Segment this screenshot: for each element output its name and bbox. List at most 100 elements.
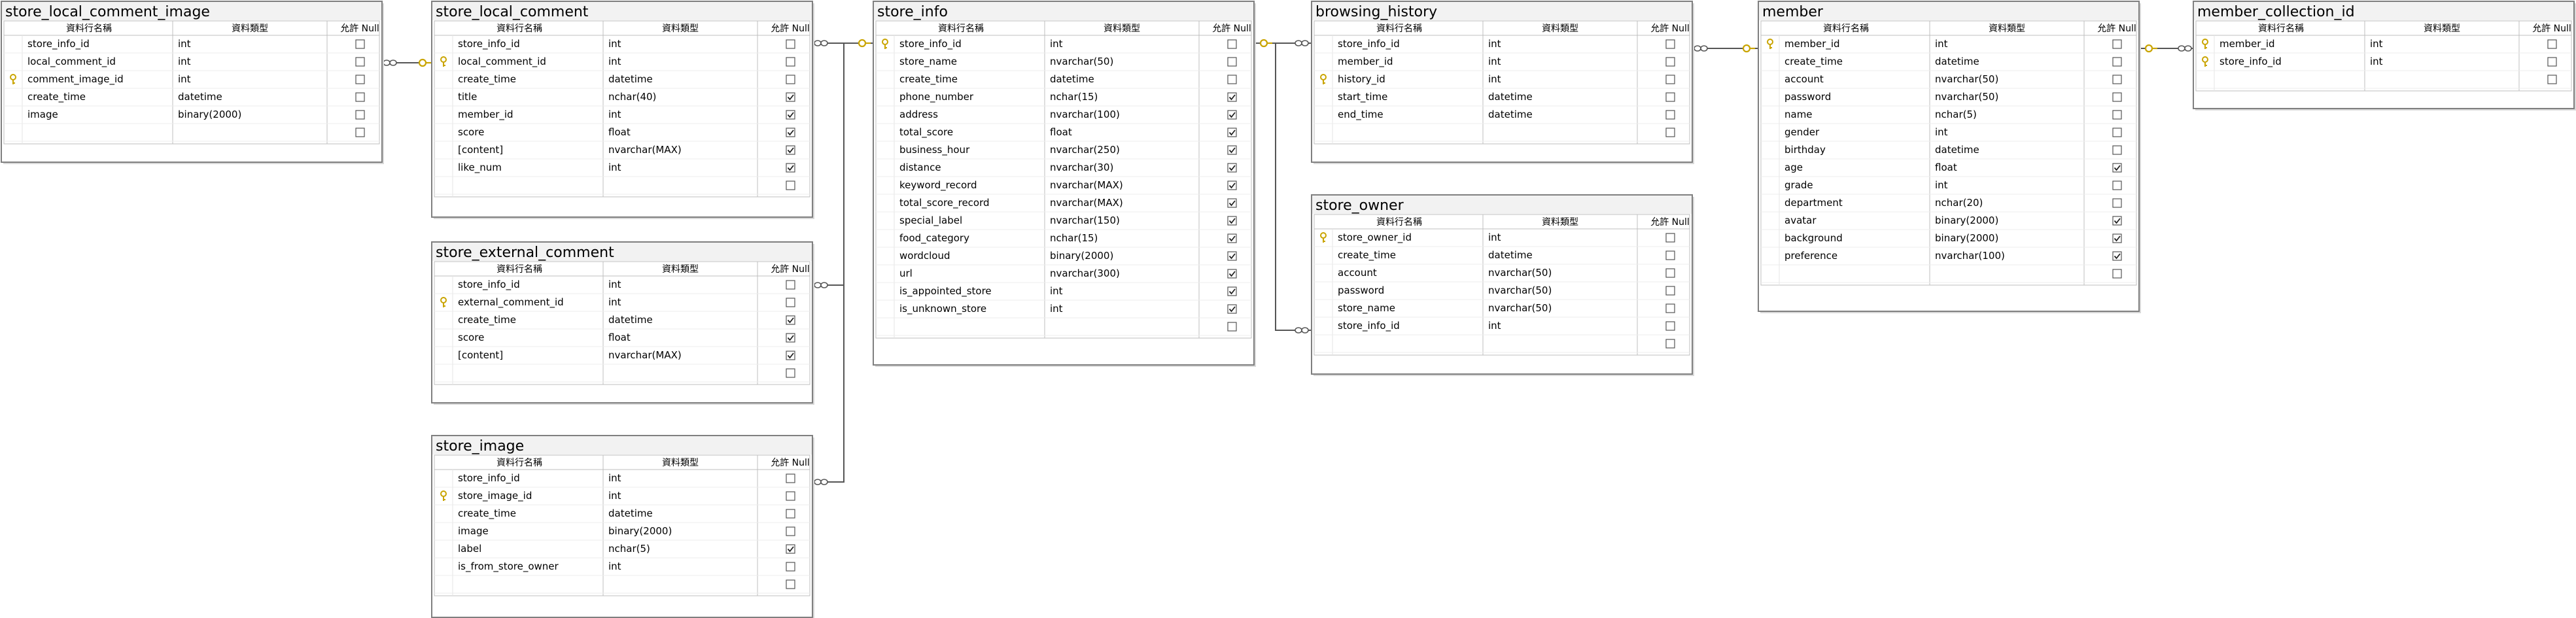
table-row-empty[interactable] xyxy=(786,368,795,378)
allow-null-checkbox-checked[interactable] xyxy=(1227,110,1237,120)
allow-null-checkbox-checked[interactable] xyxy=(2112,233,2122,243)
table-row-empty[interactable] xyxy=(1665,339,1675,349)
allow-null-checkbox[interactable] xyxy=(1665,286,1675,296)
table-row-empty[interactable] xyxy=(786,579,795,589)
allow-null-checkbox-checked[interactable] xyxy=(786,145,795,155)
table-row-empty[interactable] xyxy=(786,180,795,190)
allow-null-checkbox-checked[interactable] xyxy=(1227,128,1237,137)
allow-null-checkbox[interactable] xyxy=(1665,268,1675,278)
table-row[interactable]: [content]nvarchar(MAX) xyxy=(458,144,795,156)
allow-null-checkbox[interactable] xyxy=(2112,92,2122,102)
allow-null-checkbox[interactable] xyxy=(786,39,795,49)
table-row-empty[interactable] xyxy=(1227,322,1237,332)
allow-null-checkbox-checked[interactable] xyxy=(2112,216,2122,226)
allow-null-checkbox[interactable] xyxy=(786,298,795,307)
table-store-image[interactable]: store_image資料行名稱資料類型允許 Nullstore_info_id… xyxy=(431,435,814,618)
allow-null-checkbox-checked[interactable] xyxy=(1227,198,1237,208)
table-row-empty[interactable] xyxy=(2547,75,2557,84)
allow-null-checkbox[interactable] xyxy=(1665,39,1675,49)
table-store-external-comment[interactable]: store_external_comment資料行名稱資料類型允許 Nullst… xyxy=(431,241,814,405)
allow-null-checkbox[interactable] xyxy=(2112,180,2122,190)
allow-null-checkbox[interactable] xyxy=(355,57,365,67)
allow-null-checkbox[interactable] xyxy=(786,75,795,84)
allow-null-checkbox[interactable] xyxy=(1227,75,1237,84)
allow-null-checkbox-checked[interactable] xyxy=(1227,269,1237,279)
allow-null-checkbox[interactable] xyxy=(1665,303,1675,313)
allow-null-checkbox[interactable] xyxy=(1227,322,1237,332)
allow-null-checkbox[interactable] xyxy=(2112,57,2122,67)
allow-null-checkbox[interactable] xyxy=(1665,75,1675,84)
allow-null-checkbox-checked[interactable] xyxy=(2112,163,2122,173)
table-member-collection-id[interactable]: member_collection_id資料行名稱資料類型允許 Nullmemb… xyxy=(2193,1,2576,111)
table-store-owner[interactable]: store_owner資料行名稱資料類型允許 Nullstore_owner_i… xyxy=(1311,194,1694,376)
allow-null-checkbox[interactable] xyxy=(1665,339,1675,349)
allow-null-checkbox[interactable] xyxy=(2112,39,2122,49)
allow-null-checkbox[interactable] xyxy=(2112,198,2122,208)
allow-null-checkbox[interactable] xyxy=(786,579,795,589)
table-row[interactable]: [content]nvarchar(MAX) xyxy=(458,349,795,361)
allow-null-checkbox[interactable] xyxy=(2547,57,2557,67)
allow-null-checkbox[interactable] xyxy=(786,562,795,572)
allow-null-checkbox-checked[interactable] xyxy=(1227,286,1237,296)
allow-null-checkbox-checked[interactable] xyxy=(1227,251,1237,261)
allow-null-checkbox[interactable] xyxy=(1665,233,1675,243)
allow-null-checkbox-checked[interactable] xyxy=(1227,180,1237,190)
allow-null-checkbox[interactable] xyxy=(355,110,365,120)
allow-null-checkbox[interactable] xyxy=(1227,57,1237,67)
allow-null-checkbox[interactable] xyxy=(2112,145,2122,155)
allow-null-checkbox[interactable] xyxy=(786,491,795,501)
allow-null-checkbox[interactable] xyxy=(1227,39,1237,49)
allow-null-checkbox[interactable] xyxy=(786,180,795,190)
allow-null-checkbox[interactable] xyxy=(2112,75,2122,84)
allow-null-checkbox-checked[interactable] xyxy=(2112,251,2122,261)
allow-null-checkbox-checked[interactable] xyxy=(1227,163,1237,173)
allow-null-checkbox-checked[interactable] xyxy=(1227,216,1237,226)
allow-null-checkbox[interactable] xyxy=(2547,75,2557,84)
allow-null-checkbox[interactable] xyxy=(2112,110,2122,120)
allow-null-checkbox[interactable] xyxy=(355,75,365,84)
allow-null-checkbox[interactable] xyxy=(1665,128,1675,137)
allow-null-checkbox[interactable] xyxy=(2112,269,2122,279)
allow-null-checkbox-checked[interactable] xyxy=(786,92,795,102)
